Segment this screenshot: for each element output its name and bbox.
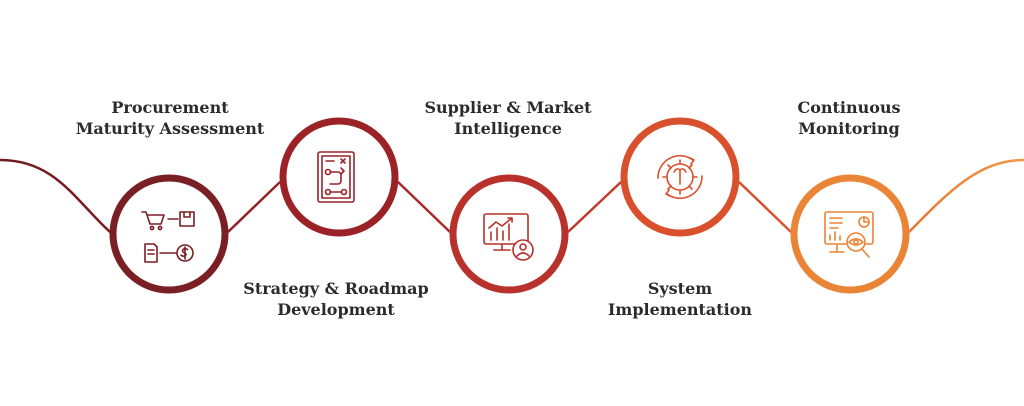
step-label-line: Strategy & Roadmap [243, 279, 429, 298]
step-circle [279, 117, 399, 237]
step-procurement-maturity [109, 174, 229, 294]
step-label-line: Development [277, 300, 395, 319]
step-strategy-roadmap [279, 117, 399, 237]
strategy-board-icon [317, 151, 355, 203]
step-label-supplier-market: Supplier & Market Intelligence [408, 97, 608, 139]
step-label-procurement-maturity: Procurement Maturity Assessment [70, 97, 270, 139]
step-label-system-implementation: System Implementation [580, 278, 780, 320]
step-label-line: Maturity Assessment [75, 119, 265, 138]
step-label-line: Procurement [111, 98, 229, 117]
step-label-line: Monitoring [798, 119, 900, 138]
market-analytics-icon [483, 213, 534, 261]
step-circle [109, 174, 229, 294]
step-supplier-market [449, 174, 569, 294]
step-label-strategy-roadmap: Strategy & Roadmap Development [236, 278, 436, 320]
step-label-line: System [647, 279, 713, 298]
step-continuous-monitoring [790, 174, 910, 294]
step-label-line: Continuous [797, 98, 901, 117]
step-label-continuous-monitoring: Continuous Monitoring [749, 97, 949, 139]
step-system-implementation [620, 117, 740, 237]
cart-invoice-payment-icon [141, 211, 195, 263]
step-circle [790, 174, 910, 294]
step-label-line: Implementation [607, 300, 753, 319]
gear-wrench-icon [657, 154, 703, 200]
dashboard-eye-icon [824, 211, 874, 258]
connector-wave [0, 158, 1024, 233]
step-label-line: Intelligence [454, 119, 562, 138]
step-label-line: Supplier & Market [424, 98, 592, 117]
